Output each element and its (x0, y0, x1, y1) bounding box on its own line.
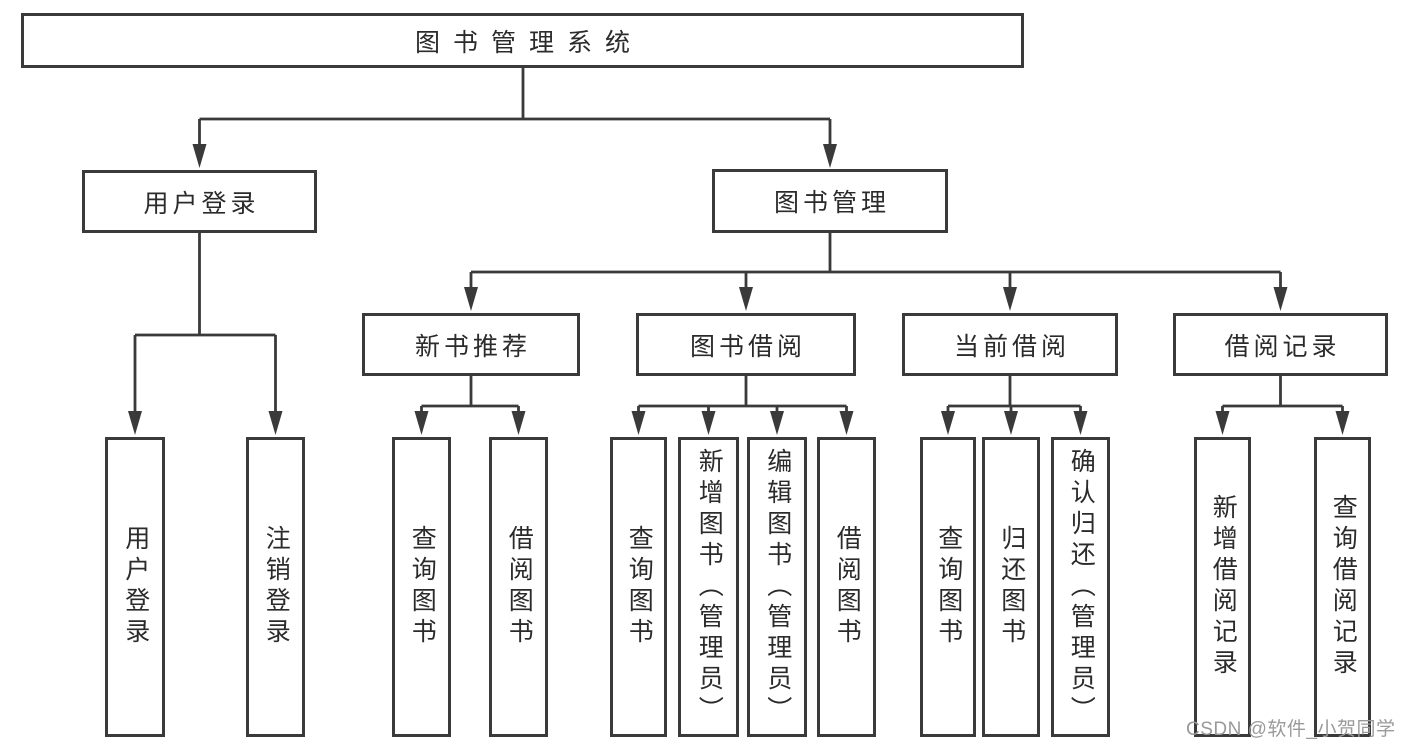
connector-new-book-recommend-to-leaves (414, 376, 526, 435)
arrowhead (464, 287, 1288, 311)
node-book-management: 图书管理 (712, 169, 948, 233)
csdn-watermark: CSDN @软件_小贺同学 (1186, 719, 1396, 740)
leaf-query-books-borrow-label: 查询图书 (625, 525, 654, 649)
leaf-borrow-books-recommend-label: 借阅图书 (505, 525, 534, 649)
leaf-borrow-books-recommend: 借阅图书 (489, 437, 548, 737)
leaf-query-books-current: 查询图书 (920, 437, 976, 737)
leaf-edit-books-admin-label: 编辑图书（管理员） (763, 447, 792, 727)
leaf-logout-label: 注销登录 (262, 525, 291, 649)
node-user-login-label: 用户登录 (143, 189, 260, 218)
leaf-edit-books-admin: 编辑图书（管理员） (747, 437, 807, 737)
connector-root-to-level2 (192, 68, 837, 168)
node-book-borrow-label: 图书借阅 (689, 332, 806, 361)
node-new-book-recommend-label: 新书推荐 (414, 332, 531, 361)
leaf-query-books-current-label: 查询图书 (934, 525, 963, 649)
node-book-management-label: 图书管理 (773, 189, 890, 217)
connector-book-management-to-level3 (464, 233, 1288, 311)
arrowhead (192, 144, 837, 168)
leaf-add-borrow-record: 新增借阅记录 (1194, 437, 1251, 737)
arrowhead (1215, 411, 1350, 435)
node-root-label: 图书管理系统 (414, 28, 643, 57)
node-new-book-recommend: 新书推荐 (362, 313, 580, 376)
node-borrow-records: 借阅记录 (1173, 313, 1388, 376)
node-current-borrow: 当前借阅 (902, 313, 1118, 376)
leaf-query-books-recommend-label: 查询图书 (408, 525, 437, 649)
node-book-borrow: 图书借阅 (636, 313, 856, 376)
arrowhead (631, 411, 854, 435)
connector-user-login-to-leaves (128, 233, 283, 435)
node-user-login: 用户登录 (82, 170, 317, 233)
arrowhead (941, 411, 1088, 435)
connector-current-borrow-to-leaves (941, 376, 1088, 435)
leaf-borrow-books-label: 借阅图书 (833, 525, 862, 649)
leaf-return-books: 归还图书 (982, 437, 1040, 737)
leaf-return-books-label: 归还图书 (997, 525, 1026, 649)
leaf-user-login: 用户登录 (105, 437, 165, 737)
leaf-query-books-recommend: 查询图书 (392, 437, 451, 737)
leaf-query-books-borrow: 查询图书 (610, 437, 667, 737)
leaf-confirm-return-admin: 确认归还（管理员） (1051, 437, 1110, 737)
leaf-logout: 注销登录 (246, 437, 305, 737)
node-current-borrow-label: 当前借阅 (953, 332, 1070, 361)
connector-borrow-records-to-leaves (1215, 376, 1350, 435)
leaf-add-borrow-record-label: 新增借阅记录 (1209, 494, 1238, 680)
arrowhead (128, 411, 283, 435)
leaf-query-borrow-record: 查询借阅记录 (1314, 437, 1371, 737)
leaf-user-login-label: 用户登录 (121, 525, 150, 649)
connector-book-borrow-to-leaves (631, 376, 854, 435)
leaf-add-books-admin-label: 新增图书（管理员） (695, 447, 724, 727)
leaf-confirm-return-admin-label: 确认归还（管理员） (1067, 447, 1096, 727)
leaf-query-borrow-record-label: 查询借阅记录 (1329, 494, 1358, 680)
node-borrow-records-label: 借阅记录 (1224, 332, 1341, 361)
leaf-borrow-books: 借阅图书 (817, 437, 876, 737)
arrowhead (414, 411, 526, 435)
leaf-add-books-admin: 新增图书（管理员） (678, 437, 739, 737)
node-root-library-management-system: 图书管理系统 (21, 13, 1024, 68)
